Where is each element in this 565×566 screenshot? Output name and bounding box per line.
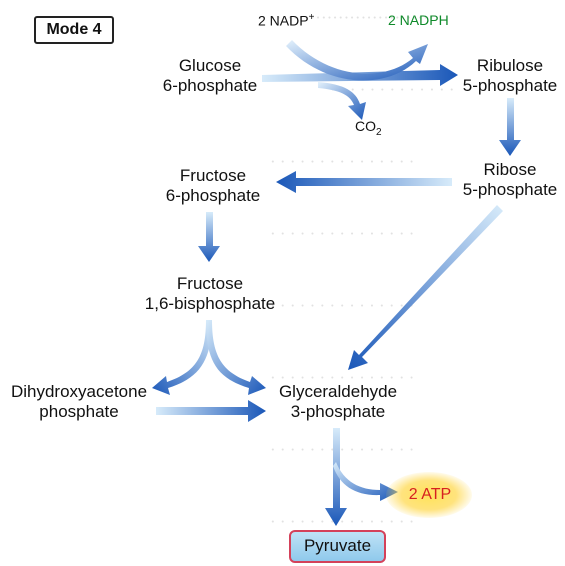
fructose-1-6-bisphosphate: Fructose 1,6-bisphosphate (144, 274, 276, 313)
atp-highlight (386, 472, 472, 518)
glyceraldehyde-3-phosphate: Glyceraldehyde 3-phosphate (278, 382, 398, 421)
arrow-ribulose5p-to-ribose5p (499, 98, 521, 156)
ribose-5-phosphate: Ribose 5-phosphate (462, 160, 558, 199)
nadp-label: 2 NADP+ (258, 12, 315, 29)
arrow-dhap-to-g3p (156, 400, 266, 422)
arrow-to-co2 (318, 82, 366, 120)
glucose-6-phosphate: Glucose 6-phosphate (162, 56, 258, 95)
atp-label: 2 ATP (408, 486, 452, 503)
mode-label: Mode 4 (34, 16, 114, 44)
arrow-fructose16bp-to-g3p (206, 320, 266, 395)
arrow-fructose6p-to-fructose16bp (198, 212, 220, 262)
arrow-ribose5p-to-g3p (348, 205, 503, 370)
ribulose-5-phosphate: Ribulose 5-phosphate (462, 56, 558, 95)
nadph-label: 2 NADPH (388, 12, 449, 28)
arrow-ribose5p-to-fructose6p (276, 171, 452, 193)
arrow-nadp-to-nadph (286, 40, 428, 81)
arrow-fructose16bp-to-dhap (152, 320, 212, 395)
co2-label: CO2 (355, 118, 382, 138)
pyruvate-box: Pyruvate (289, 530, 386, 563)
fructose-6-phosphate: Fructose 6-phosphate (165, 166, 261, 205)
arrow-to-atp (333, 462, 398, 501)
arrow-g3p-to-pyruvate (325, 428, 347, 526)
dihydroxyacetone-phosphate: Dihydroxyacetone phosphate (10, 382, 148, 421)
